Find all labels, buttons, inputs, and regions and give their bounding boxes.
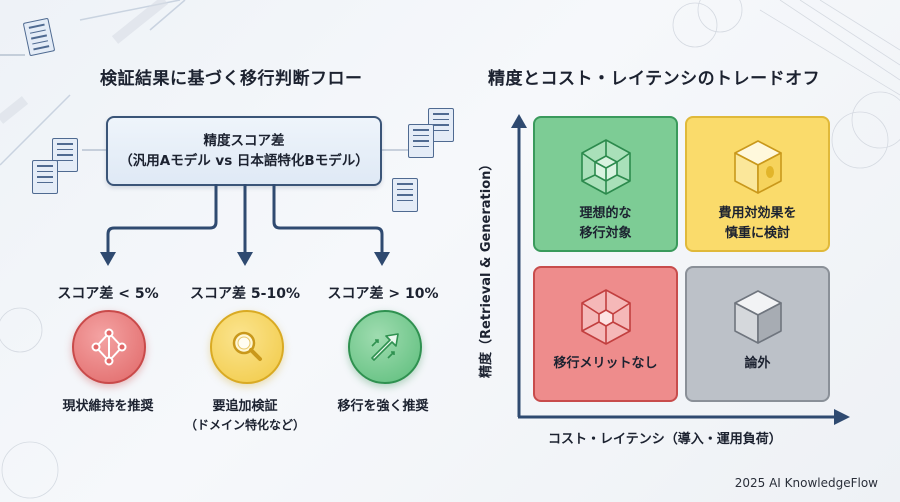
document-icon xyxy=(32,160,58,194)
quadrant-no-merit-label: 移行メリットなし xyxy=(553,356,658,371)
quadrant-ideal-line2: 移行対象 xyxy=(579,226,632,241)
model-comparison-label: （汎用Aモデル vs 日本語特化Bモデル） xyxy=(119,153,369,169)
hexagon-cube-icon xyxy=(580,289,631,345)
score-diff-box: 精度スコア差 （汎用Aモデル vs 日本語特化Bモデル） xyxy=(106,116,382,186)
condition-high: スコア差 > 10% xyxy=(327,286,439,302)
trend-arrow-up-icon xyxy=(371,333,399,361)
quadrant-ideal-line1: 理想的な xyxy=(579,206,632,221)
hexagon-crystal-icon xyxy=(580,139,631,195)
quadrant-ideal-label: 理想的な移行対象 xyxy=(579,204,631,244)
quadrant-out-of-question-label: 論外 xyxy=(744,356,771,371)
x-axis-label: コスト・レイテンシ（導入・運用負荷） xyxy=(548,432,782,447)
migrate-circle xyxy=(348,310,422,384)
flow-title: 検証結果に基づく移行判断フロー xyxy=(100,69,363,89)
quadrant-cost-review-line1: 費用対効果を xyxy=(718,206,797,221)
magnifier-icon xyxy=(232,331,262,361)
recommendation-verify-line2: （ドメイン特化など） xyxy=(184,418,305,432)
quadrant-cost-review: 費用対効果を慎重に検討 xyxy=(685,116,830,252)
document-icon xyxy=(408,124,434,158)
tradeoff-title: 精度とコスト・レイテンシのトレードオフ xyxy=(488,69,821,89)
score-diff-label: 精度スコア差 xyxy=(203,133,285,149)
verify-circle xyxy=(210,310,284,384)
matrix-axes xyxy=(511,114,850,425)
quadrant-cost-review-label: 費用対効果を慎重に検討 xyxy=(718,204,796,244)
document-icon xyxy=(52,138,78,172)
quadrant-no-merit: 移行メリットなし xyxy=(533,266,678,402)
recommendation-stay: 現状維持を推奨 xyxy=(62,399,154,414)
gray-cube-icon xyxy=(733,290,782,344)
condition-low: スコア差 < 5% xyxy=(57,286,159,302)
condition-mid: スコア差 5-10% xyxy=(190,286,300,302)
document-icon xyxy=(392,178,418,212)
recommendation-verify-line1: 要追加検証 xyxy=(212,399,278,414)
stay-circle xyxy=(72,310,146,384)
recommendation-migrate: 移行を強く推奨 xyxy=(337,399,429,414)
diamond-nodes-icon xyxy=(91,328,127,366)
flow-connectors xyxy=(100,184,390,266)
quadrant-cost-review-line2: 慎重に検討 xyxy=(724,226,790,241)
quadrant-out-of-question: 論外 xyxy=(685,266,830,402)
footer-credit: 2025 AI KnowledgeFlow xyxy=(734,476,878,490)
y-axis-label: 精度（Retrieval & Generation） xyxy=(479,157,494,378)
recommendation-verify: 要追加検証 （ドメイン特化など） xyxy=(175,397,315,435)
quadrant-ideal: 理想的な移行対象 xyxy=(533,116,678,252)
cube-coin-icon xyxy=(733,140,782,194)
